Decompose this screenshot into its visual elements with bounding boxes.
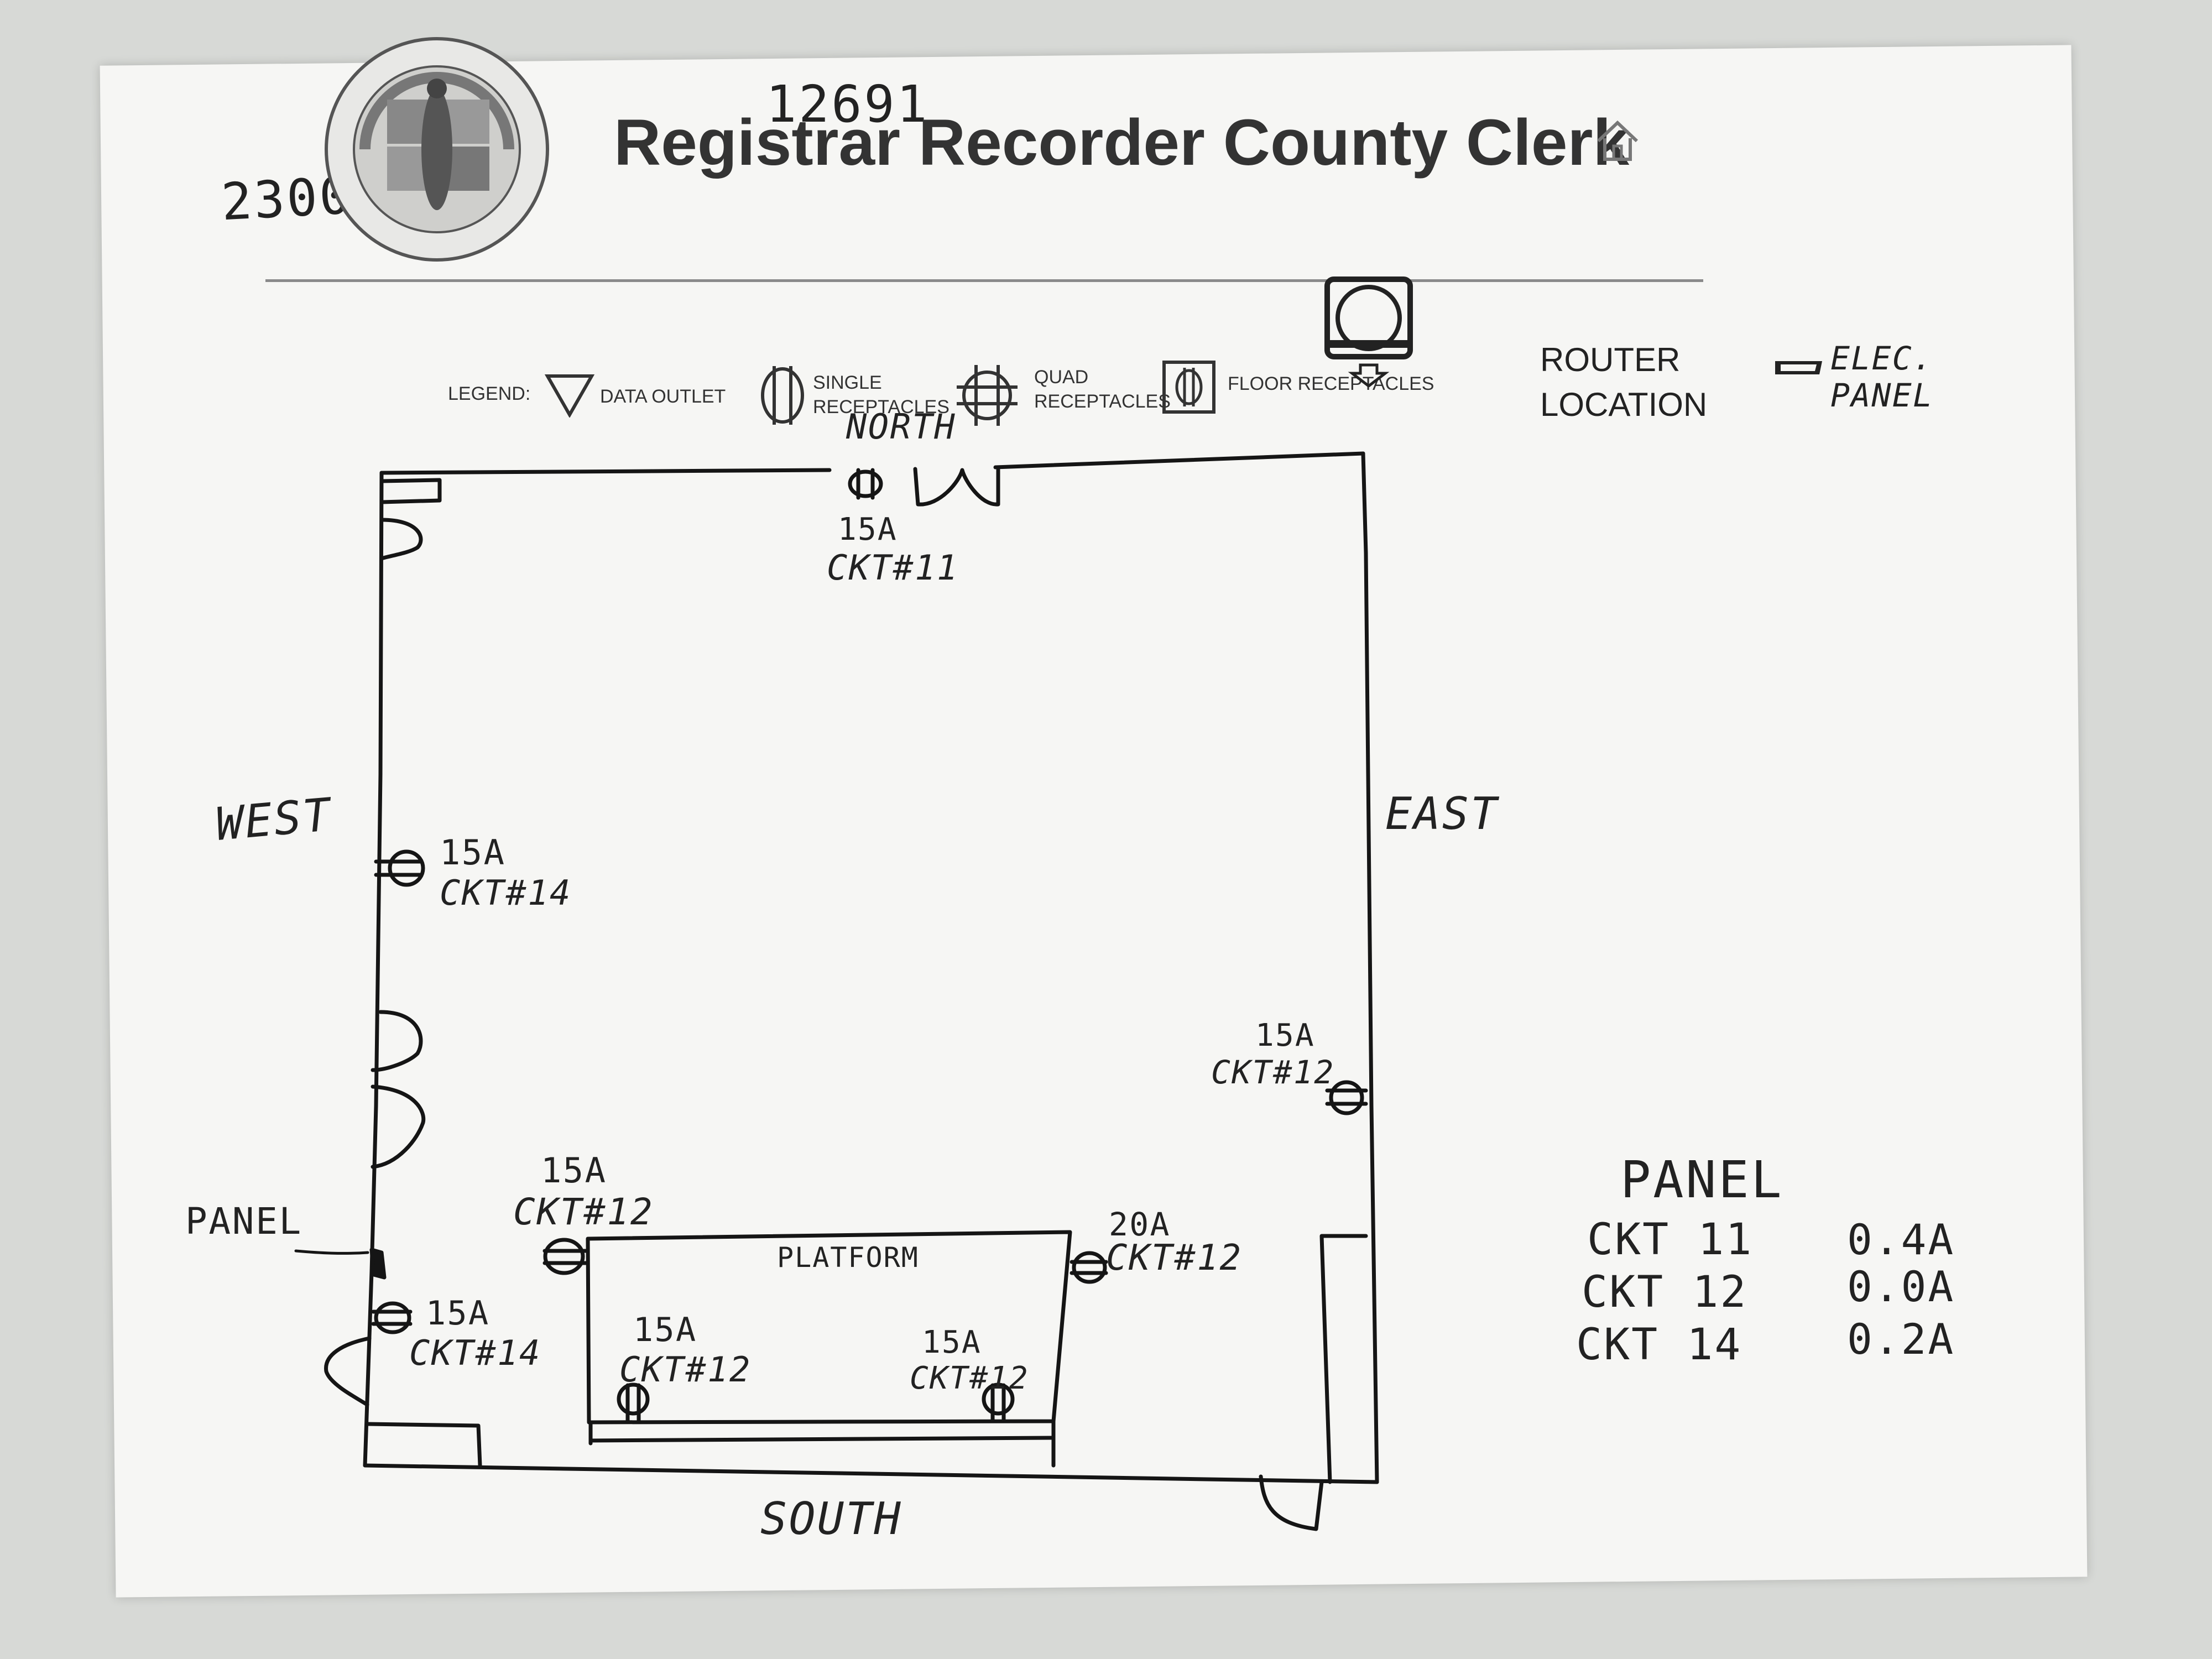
outlet-amps: 15A [633,1311,697,1349]
outlet-label: 15A CKT#14 [409,1294,541,1373]
page-title: Registrar Recorder County Clerk [614,106,1630,179]
table-row: CKT 14 0.2A [1576,1314,1953,1373]
west-label: WEST [213,789,335,851]
outlet-amps: 15A [440,832,506,873]
panel-circuit: CKT 12 [1582,1267,1748,1317]
quad-receptacle-icon [957,365,1018,426]
north-wall [379,451,1365,475]
panel-circuit: CKT 14 [1576,1320,1743,1370]
legend-data-outlet: DATA OUTLET [600,386,726,407]
outlet-amps: 15A [426,1294,490,1333]
outlet-label: 15A CKT#14 [440,832,572,913]
panel-current: 0.0A [1847,1262,1955,1311]
outlet-circuit: CKT#12 [910,1360,1029,1396]
outlet-circuit: CKT#12 [619,1349,752,1390]
outlet-circuit: CKT#12 [1211,1053,1335,1091]
outlet-label: 15A CKT#12 [619,1311,752,1390]
outlet-circuit: CKT#12 [513,1191,654,1233]
outlet-circuit: CKT#11 [827,547,959,588]
platform-label: PLATFORM [777,1241,919,1274]
north-label: NORTH [846,406,957,447]
outlet-amps: 20A [1109,1206,1171,1243]
outlet-circuit: CKT#12 [1106,1238,1243,1279]
legend-single-receptacles: SINGLE RECEPTACLES [813,372,950,418]
elec-panel-icon [1775,361,1822,374]
legend-floor-receptacles: FLOOR RECEPTACLES [1228,373,1434,394]
id-number: 12691 [766,75,930,134]
outlet-circuit: CKT#14 [440,873,572,913]
outlet-label: 15A CKT#12 [910,1324,1029,1396]
outlet-label: 15A CKT#12 [1211,1018,1334,1091]
panel-circuit: CKT 11 [1587,1215,1754,1265]
panel-label: PANEL [185,1200,302,1243]
legend-router-location: ROUTER LOCATION [1540,341,1708,423]
outlet-amps: 15A [922,1324,982,1360]
home-icon [1597,120,1639,161]
single-receptacle-icon [761,366,804,425]
panel-current: 0.4A [1847,1215,1955,1264]
router-icon [1324,276,1413,387]
outlet-amps: 15A [1255,1018,1315,1053]
outlet-amps: 15A [541,1150,607,1191]
panel-table-heading: PANEL [1620,1150,1784,1209]
outlet-label: 15A CKT#11 [827,512,959,588]
legend-quad-receptacles: QUAD RECEPTACLES [1034,367,1171,413]
legend-heading: LEGEND: [448,383,531,404]
table-row: CKT 12 0.0A [1576,1262,1953,1320]
panel-table: PANEL CKT 11 0.4A CKT 12 0.0A CKT 14 0.2… [1576,1150,1953,1373]
east-wall [1361,451,1379,1484]
south-wall [363,1463,1379,1484]
legend-elec-panel: ELEC. PANEL [1830,340,1934,414]
outlet-amps: 15A [838,512,898,547]
data-outlet-icon [545,374,594,418]
outlet-label: 15A CKT#12 [513,1150,654,1233]
east-label: EAST [1385,788,1499,839]
west-wall [363,471,384,1468]
panel-current: 0.2A [1847,1314,1955,1364]
county-seal-icon [325,37,549,262]
south-label: SOUTH [760,1493,902,1545]
outlet-label: 20A CKT#12 [1106,1206,1243,1284]
floor-receptacle-icon [1162,361,1215,414]
table-row: CKT 11 0.4A [1576,1215,1953,1267]
header-divider [265,279,1703,282]
outlet-circuit: CKT#14 [409,1333,541,1373]
